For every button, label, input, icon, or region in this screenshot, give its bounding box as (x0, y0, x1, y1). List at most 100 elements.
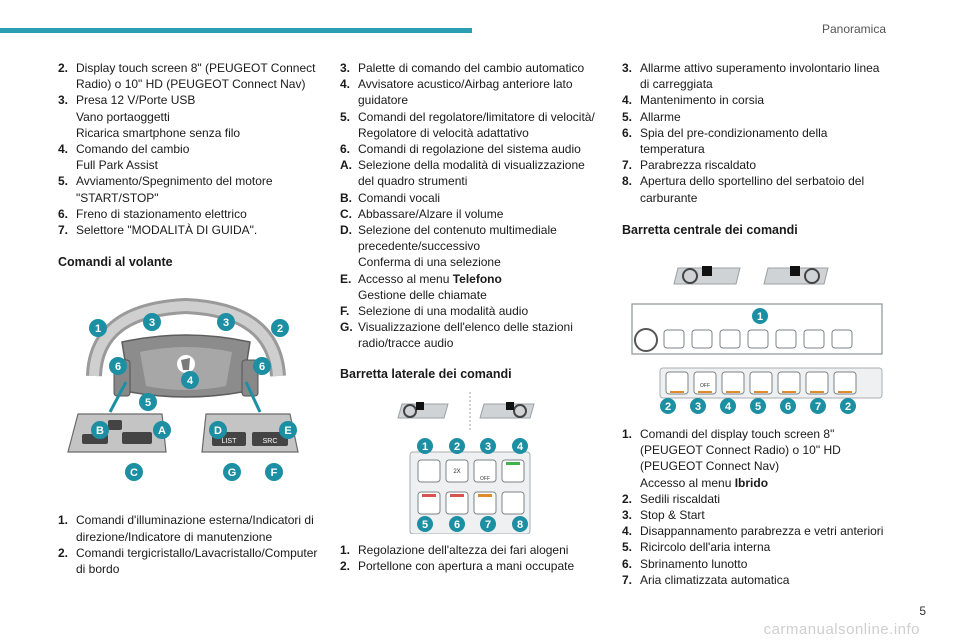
list-item-number: 3. (622, 508, 633, 523)
svg-text:6: 6 (115, 361, 121, 373)
badge-4: 4 (512, 437, 528, 454)
list-item-text: Allarme (640, 109, 681, 124)
knob (634, 328, 658, 353)
badge-E: E (279, 421, 297, 440)
list-item-text: Selezione di una modalità audio (358, 304, 529, 319)
off-label: OFF (700, 383, 710, 389)
badge-3: 3 (690, 398, 706, 415)
list-item-text: Display touch screen 8" (PEUGEOT Connect… (76, 61, 316, 92)
list-item-text: Ricircolo dell'aria interna (640, 540, 771, 555)
badge-6-left: 6 (109, 357, 127, 376)
list-item: 6.Freno di stazionamento elettrico (58, 206, 324, 222)
list-item-number: 2. (340, 559, 351, 574)
list-item-number: 6. (58, 206, 69, 221)
badge-D: D (209, 421, 227, 440)
svg-text:4: 4 (517, 441, 524, 453)
list-item-number: 2. (622, 491, 633, 506)
badge-2-left: 2 (660, 398, 676, 415)
badge-6-right: 6 (253, 357, 271, 376)
badge-4: 4 (181, 371, 199, 390)
steering-wheel-figure: LIST SRC 1 2 3 3 6 6 4 5 B A D E C G F (62, 282, 302, 505)
badge-3-right: 3 (217, 313, 235, 332)
list-item: 5.Comandi del regolatore/limitatore di v… (340, 109, 602, 141)
header-accent-bar (0, 28, 472, 33)
side-bar-figure: 2X OFF 1 2 3 4 5 6 7 8 (397, 391, 535, 534)
list-item: 5.Allarme (622, 109, 892, 125)
list-item-1: 1. Comandi del display touch screen 8" (… (622, 426, 892, 491)
badge-7: 7 (810, 398, 826, 415)
list-item: D.Selezione del contenuto multimediale p… (340, 222, 602, 271)
list-item: 4.Avvisatore acustico/Airbag anteriore l… (340, 76, 602, 108)
list-item-text: Portellone con apertura a mani occupate (358, 559, 575, 574)
svg-text:2: 2 (845, 401, 851, 413)
list-item-text: Avvisatore acustico/Airbag anteriore lat… (358, 77, 573, 108)
badge-5: 5 (139, 393, 157, 412)
list-item: G.Visualizzazione dell'elenco delle staz… (340, 319, 602, 351)
list-item-number: 7. (622, 158, 633, 173)
list-item: 5.Avviamento/Spegnimento del motore "STA… (58, 173, 324, 205)
src-button-label: SRC (263, 438, 278, 445)
heading-side-bar: Barretta laterale dei comandi (340, 366, 512, 381)
list-item: 1. Comandi del display touch screen 8" (… (622, 427, 841, 490)
badge-C: C (125, 463, 143, 482)
list-item-number: 7. (622, 572, 633, 587)
list-item-number: 1. (340, 542, 351, 557)
list-item-e: E. Accesso al menu Telefono Gestione del… (340, 271, 602, 303)
list-item: 5.Ricircolo dell'aria interna (622, 539, 892, 555)
svg-text:4: 4 (187, 375, 194, 387)
k2x-label: 2X (453, 469, 460, 475)
list-item: 3.Palette di comando del cambio automati… (340, 60, 602, 76)
svg-text:1: 1 (95, 323, 101, 335)
list-item: 2.Display touch screen 8" (PEUGEOT Conne… (58, 60, 324, 92)
list-item: 6.Sbrinamento lunotto (622, 556, 892, 572)
list-item: B.Comandi vocali (340, 190, 602, 206)
list-item-number: 3. (622, 61, 633, 75)
heading-steering-controls: Comandi al volante (58, 255, 173, 270)
list-item: 2.Comandi tergicristallo/Lavacristallo/C… (58, 545, 324, 577)
list-item-text: Selezione della modalità di visualizzazi… (358, 158, 585, 189)
badge-7: 7 (480, 515, 496, 532)
svg-text:F: F (271, 467, 278, 479)
list-button-label: LIST (222, 438, 238, 445)
list-item-number: C. (340, 206, 352, 221)
list-item-number: 3. (340, 61, 351, 75)
svg-text:3: 3 (149, 317, 155, 329)
list-item-number: G. (340, 320, 353, 335)
list-item: 3.Stop & Start (622, 507, 892, 523)
svg-text:G: G (228, 467, 237, 479)
list-item-number: 5. (58, 174, 69, 189)
column-1: 2.Display touch screen 8" (PEUGEOT Conne… (58, 60, 324, 577)
svg-text:4: 4 (725, 401, 732, 413)
list-item-number: 4. (622, 93, 633, 108)
badge-A: A (153, 421, 171, 440)
list-side-bar-items: 1.Regolazione dell'altezza dei fari alog… (340, 542, 602, 574)
column-2: 3.Palette di comando del cambio automati… (340, 60, 602, 574)
svg-text:3: 3 (695, 401, 701, 413)
svg-text:2: 2 (277, 323, 283, 335)
list-item-number: 6. (622, 125, 633, 140)
list-item: 7.Selettore "MODALITÀ DI GUIDA". (58, 222, 324, 238)
svg-text:3: 3 (485, 441, 491, 453)
svg-text:6: 6 (259, 361, 265, 373)
svg-text:6: 6 (454, 519, 460, 531)
svg-text:D: D (214, 425, 222, 437)
list-item-text: Selettore "MODALITÀ DI GUIDA". (76, 223, 258, 238)
list-item-text: Comandi del regolatore/limitatore di vel… (358, 109, 595, 140)
list-item-text: Spia del pre-condizionamento della tempe… (640, 125, 828, 157)
list-item-text: Apertura dello sportellino del serbatoio… (640, 174, 865, 205)
svg-text:A: A (158, 425, 166, 437)
list-item-number: A. (340, 158, 352, 173)
list-item-number: 6. (622, 556, 633, 571)
svg-text:7: 7 (815, 401, 821, 413)
list-item-text: Comandi d'illuminazione esterna/Indicato… (76, 513, 314, 544)
list-item-number: 4. (58, 142, 69, 157)
badge-2: 2 (271, 319, 289, 338)
list-item-text: Parabrezza riscaldato (640, 158, 757, 173)
svg-text:5: 5 (422, 519, 428, 531)
list-item: A. Selezione della modalità di visualizza… (340, 157, 602, 189)
list-item: F.Selezione di una modalità audio (340, 303, 602, 319)
list-dashboard-items: 2.Display touch screen 8" (PEUGEOT Conne… (58, 60, 324, 238)
